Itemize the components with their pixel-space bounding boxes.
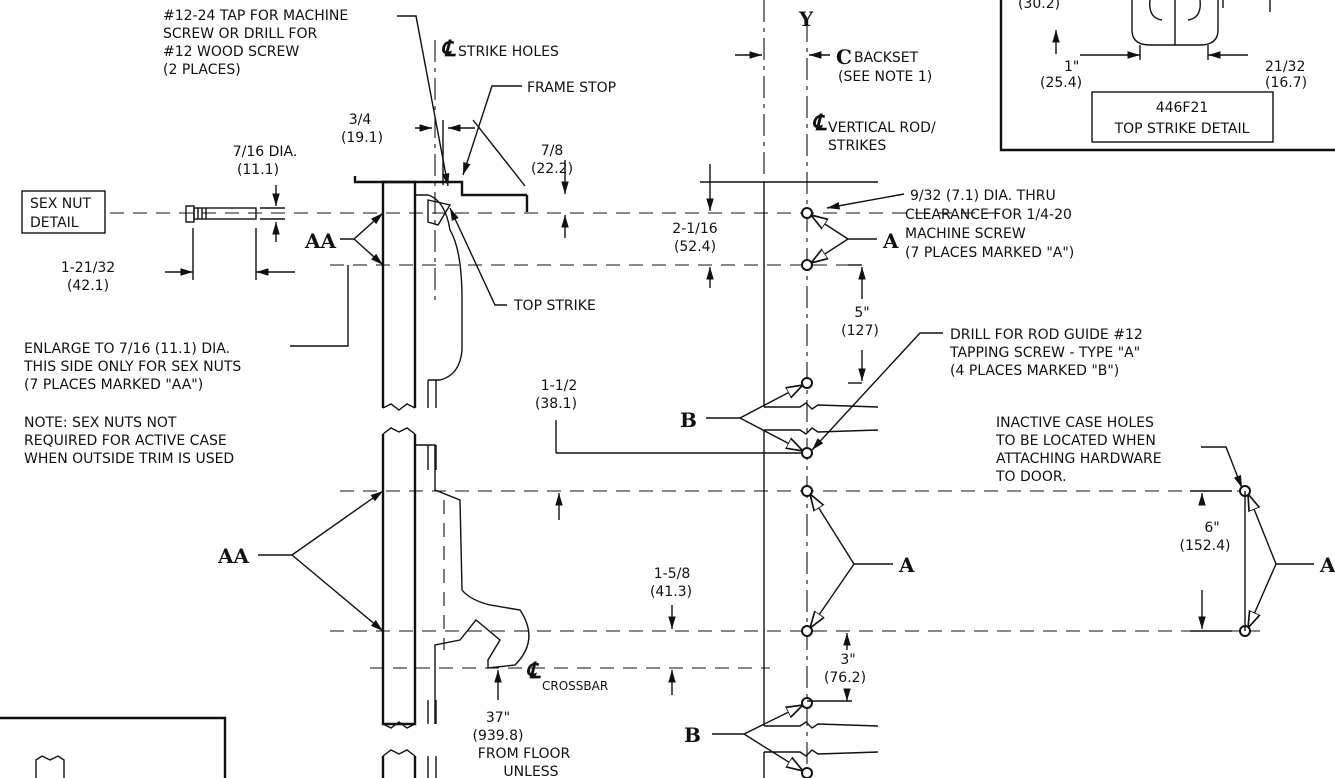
dim-1-5-8: 1-5/8 [654, 566, 691, 582]
enlarge-note-3: (7 PLACES MARKED "AA") [24, 377, 203, 393]
dim-6: 6" [1204, 520, 1219, 536]
sex-nut-detail: SEX NUT DETAIL [21, 185, 295, 280]
dim-1-1-2-mm: (38.1) [535, 396, 577, 412]
marker-b-upper: B [680, 408, 697, 432]
door-side-view [353, 176, 530, 778]
from-floor-2: UNLESS [503, 764, 558, 778]
detail-title: TOP STRIKE DETAIL [1114, 121, 1250, 137]
holes [801, 207, 1251, 778]
dim-1-21-32: 1-21/32 [61, 260, 115, 276]
marker-a-right: A [1319, 553, 1335, 577]
marker-b-lower: B [684, 723, 701, 747]
detail-dim-1-in: 1" [1064, 59, 1079, 75]
annotations: #12-24 TAP FOR MACHINE SCREW OR DRILL FO… [23, 7, 1335, 778]
detail-border [999, 0, 1335, 152]
dim-2-1-16-mm: (52.4) [674, 239, 716, 255]
dim-3-4-mm: (19.1) [341, 130, 383, 146]
sex-nut-label-2: DETAIL [30, 215, 79, 231]
strike-holes-cl-symbol: ℄ [441, 36, 456, 62]
backset-c-label: C [836, 45, 852, 69]
y-axis-label: Y [798, 7, 814, 31]
enlarge-note-2: THIS SIDE ONLY FOR SEX NUTS [23, 359, 241, 375]
vertical-rod-label-2: STRIKES [828, 138, 886, 154]
detail-dim-21-32-mm: (16.7) [1265, 75, 1307, 91]
sex-nut-detail-box [21, 190, 106, 234]
dim-6-mm: (152.4) [1179, 538, 1230, 554]
top-strike-detail: (30.2) 1" (25.4) 21/32 (16.7) 446F21 TOP… [999, 0, 1335, 152]
crossbar-cl-symbol: ℄ [526, 658, 541, 684]
rod-guide-note-2: TAPPING SCREW - TYPE "A" [949, 345, 1140, 361]
detail-title-block [1091, 91, 1274, 143]
dim-3-4: 3/4 [349, 112, 372, 128]
dim-7-8: 7/8 [541, 143, 564, 159]
hole-a [801, 207, 813, 219]
tap-note-4: (2 PLACES) [163, 62, 241, 78]
dim-5: 5" [854, 305, 869, 321]
dim-1-1-2: 1-1/2 [541, 378, 578, 394]
inactive-note-1: INACTIVE CASE HOLES [996, 415, 1154, 431]
partial-detail-box [0, 716, 227, 778]
hole-b [801, 447, 813, 459]
tap-note-1: #12-24 TAP FOR MACHINE [163, 8, 348, 24]
dim-37-mm: (939.8) [472, 728, 523, 744]
dim-1-5-8-mm: (41.3) [650, 584, 692, 600]
dim-37: 37" [486, 710, 510, 726]
hole-note-3: MACHINE SCREW [905, 226, 1026, 242]
tap-note-3: #12 WOOD SCREW [163, 44, 299, 60]
hole-a [801, 259, 813, 271]
detail-dim-1-mm: (25.4) [1040, 75, 1082, 91]
dim-2-1-16: 2-1/16 [672, 221, 717, 237]
dim-3-mm: (76.2) [824, 670, 866, 686]
leaders [258, 15, 1314, 771]
dim-7-16-dia: 7/16 DIA. [233, 144, 298, 160]
enlarge-note-1: ENLARGE TO 7/16 (11.1) DIA. [24, 341, 230, 357]
door-front-view [763, 181, 879, 778]
inactive-note-2: TO BE LOCATED WHEN [995, 433, 1156, 449]
frame-stop-label: FRAME STOP [527, 80, 616, 96]
rod-guide-note-3: (4 PLACES MARKED "B") [950, 363, 1119, 379]
see-note-label: (SEE NOTE 1) [838, 69, 932, 85]
marker-aa-upper: AA [304, 229, 337, 253]
marker-a-middle: A [898, 553, 915, 577]
rod-guide-note-1: DRILL FOR ROD GUIDE #12 [950, 327, 1143, 343]
tap-note-2: SCREW OR DRILL FOR [163, 26, 317, 42]
from-floor-1: FROM FLOOR [478, 746, 571, 762]
sex-nut-label-1: SEX NUT [30, 196, 91, 212]
dim-3: 3" [840, 652, 855, 668]
detail-dim-21-32-in: 21/32 [1265, 59, 1305, 75]
top-strike-label: TOP STRIKE [513, 298, 596, 314]
marker-a-upper: A [882, 229, 899, 253]
note-sex-nuts-2: REQUIRED FOR ACTIVE CASE [24, 433, 227, 449]
inactive-note-4: TO DOOR. [995, 469, 1067, 485]
detail-partial-dim: (30.2) [1018, 0, 1060, 12]
note-sex-nuts-3: WHEN OUTSIDE TRIM IS USED [24, 451, 234, 467]
dim-7-8-mm: (22.2) [531, 161, 573, 177]
hole-note-1: 9/32 (7.1) DIA. THRU [910, 188, 1056, 204]
sex-nut-body [193, 207, 257, 220]
sex-nut-head [185, 205, 195, 223]
vertical-rod-cl-symbol: ℄ [812, 110, 827, 136]
hole-note-2: CLEARANCE FOR 1/4-20 [905, 207, 1072, 223]
note-sex-nuts-1: NOTE: SEX NUTS NOT [24, 415, 177, 431]
strike-holes-label: STRIKE HOLES [458, 44, 559, 60]
dimension-lines [415, 51, 1232, 702]
hole-b [801, 377, 813, 389]
crossbar-label: CROSSBAR [542, 679, 608, 693]
detail-part-number: 446F21 [1156, 100, 1209, 116]
hole-b [801, 697, 813, 709]
backset-label: BACKSET [854, 50, 919, 66]
inactive-note-3: ATTACHING HARDWARE [996, 451, 1162, 467]
marker-aa-lower: AA [217, 544, 250, 568]
hole-b [801, 767, 813, 778]
hole-note-4: (7 PLACES MARKED "A") [905, 245, 1074, 261]
vertical-rod-label-1: VERTICAL ROD/ [828, 120, 936, 136]
dim-7-16-mm: (11.1) [237, 162, 279, 178]
dim-5-mm: (127) [841, 323, 879, 339]
dim-1-21-32-mm: (42.1) [67, 278, 109, 294]
